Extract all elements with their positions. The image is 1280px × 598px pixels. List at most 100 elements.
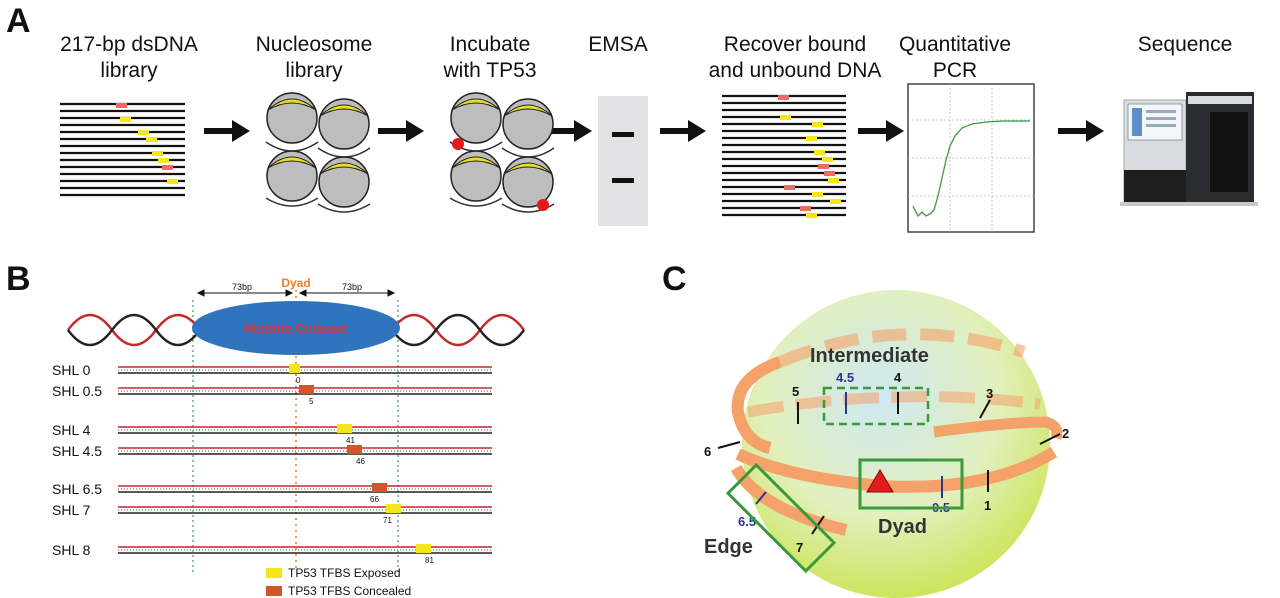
nucleosome-incubated	[449, 92, 555, 213]
intermediate-box	[822, 386, 930, 426]
tick-label: 5	[792, 384, 799, 399]
tick-label: 6	[704, 444, 711, 459]
step-label-line: Recover bound	[723, 33, 867, 56]
shl-row: SHL 6.5 66	[52, 481, 492, 504]
arrow-icon	[378, 120, 424, 142]
panel-c-diagram: 1 2 3 4 5 6 7 0.5 4.5 6.5 Intermediate D…	[704, 290, 1069, 598]
nucleosome-icon	[265, 150, 319, 207]
panel-letter-a: A	[6, 2, 31, 40]
tick-label: 4	[894, 370, 902, 385]
step-label-incubate: Incubate with TP53	[420, 32, 560, 84]
nucleosome-library	[265, 92, 371, 213]
step-label-line: with TP53	[443, 59, 537, 82]
half-tick-label: 6.5	[738, 514, 756, 529]
dna-wrap-front	[933, 416, 1063, 440]
step-label-line: 217-bp dsDNA	[60, 33, 198, 56]
nucleosome-icon	[317, 98, 371, 158]
flow-arrows	[204, 120, 1104, 142]
legend: TP53 TFBS Exposed TP53 TFBS Concealed	[266, 566, 411, 598]
step-label-line: PCR	[932, 59, 978, 82]
shl-row: SHL 8 81	[52, 542, 492, 565]
step-label-sequence: Sequence	[1120, 32, 1250, 58]
sequencer-icon	[1120, 92, 1258, 206]
tfbs-site	[372, 483, 387, 492]
tp53-dot-icon	[452, 138, 464, 150]
tick-label: 7	[796, 540, 803, 555]
shl-label: SHL 0	[52, 362, 91, 378]
qpcr-plot	[907, 83, 1035, 233]
site-position: 46	[356, 457, 365, 466]
tick-marks	[717, 392, 1061, 535]
left-span-label: 73bp	[232, 282, 252, 292]
legend-label-concealed: TP53 TFBS Concealed	[288, 584, 411, 598]
histone-octamer-label: Histone Octamer	[244, 321, 348, 336]
emsa-gel	[598, 96, 648, 226]
nucleosome-icon	[449, 92, 503, 152]
half-tick-label: 4.5	[836, 370, 854, 385]
shl-label: SHL 4.5	[52, 443, 102, 459]
guide-lines	[192, 290, 399, 572]
dna-library-sites	[116, 103, 178, 184]
step-label-recover: Recover bound and unbound DNA	[690, 32, 900, 84]
step-label-qpcr: Quantitative PCR	[890, 32, 1020, 84]
step-label-line: and unbound DNA	[708, 59, 882, 82]
dna-wrap-back	[777, 328, 1026, 368]
tick-label: 1	[984, 498, 991, 513]
dyad-region-label: Dyad	[878, 516, 927, 538]
edge-box	[725, 462, 837, 574]
site-position: 81	[425, 556, 434, 565]
nucleosome-icon	[501, 156, 555, 213]
step-label-dna-library: 217-bp dsDNA library	[34, 32, 224, 84]
shl-label: SHL 4	[52, 422, 91, 438]
histone-octamer	[192, 301, 400, 355]
tfbs-site	[416, 544, 431, 553]
nucleosome-icon	[265, 92, 319, 152]
site-position: 66	[370, 495, 379, 504]
arrow-icon	[204, 120, 250, 142]
span-arrows	[196, 289, 396, 297]
shl-row: SHL 0 0	[52, 362, 492, 385]
nucleosome-icon	[449, 150, 503, 207]
dna-library-lines	[60, 102, 185, 197]
tfbs-site	[386, 504, 401, 513]
step-label-nucleosome-library: Nucleosome library	[224, 32, 404, 84]
step-label-line: EMSA	[588, 33, 648, 56]
shl-row: SHL 7 71	[52, 502, 492, 525]
dna-wrap-back	[747, 391, 1041, 418]
panel-letter-b: B	[6, 260, 31, 298]
site-position: 41	[346, 436, 355, 445]
dna-wrap-front	[731, 356, 783, 454]
tfbs-site	[337, 424, 352, 433]
legend-swatch-concealed	[266, 586, 282, 596]
dyad-label: Dyad	[281, 276, 310, 290]
right-span-label: 73bp	[342, 282, 362, 292]
dyad-triangle-icon	[866, 469, 894, 493]
dna-helix	[67, 313, 525, 347]
shl-row: SHL 4.5 46	[52, 443, 492, 466]
tfbs-site	[289, 364, 300, 373]
site-position: 71	[383, 516, 392, 525]
site-position: 0	[296, 376, 301, 385]
shl-row: SHL 4 41	[52, 422, 492, 445]
site-position: 5	[309, 397, 314, 406]
shl-label: SHL 6.5	[52, 481, 102, 497]
step-label-line: Quantitative	[898, 33, 1012, 56]
shl-row: SHL 0.5 5	[52, 383, 492, 406]
shl-label: SHL 0.5	[52, 383, 102, 399]
arrow-icon	[1058, 120, 1104, 142]
step-label-line: library	[100, 59, 158, 82]
nucleosome-icon	[317, 156, 371, 213]
shl-label: SHL 7	[52, 502, 91, 518]
step-label-emsa: EMSA	[568, 32, 668, 58]
legend-swatch-exposed	[266, 568, 282, 578]
edge-label: Edge	[704, 536, 753, 558]
panel-b-diagram: 73bp 73bp Dyad Histone Octamer SHL 0 0 S…	[52, 276, 525, 598]
nucleosome-icon	[501, 98, 555, 158]
panel-letter-c: C	[662, 260, 687, 298]
shl-label: SHL 8	[52, 542, 91, 558]
tfbs-site	[299, 385, 314, 394]
dyad-box	[858, 458, 964, 510]
recovered-dna-sites	[778, 95, 841, 218]
arrow-icon	[858, 120, 904, 142]
panel-a-graphics	[60, 83, 1258, 233]
